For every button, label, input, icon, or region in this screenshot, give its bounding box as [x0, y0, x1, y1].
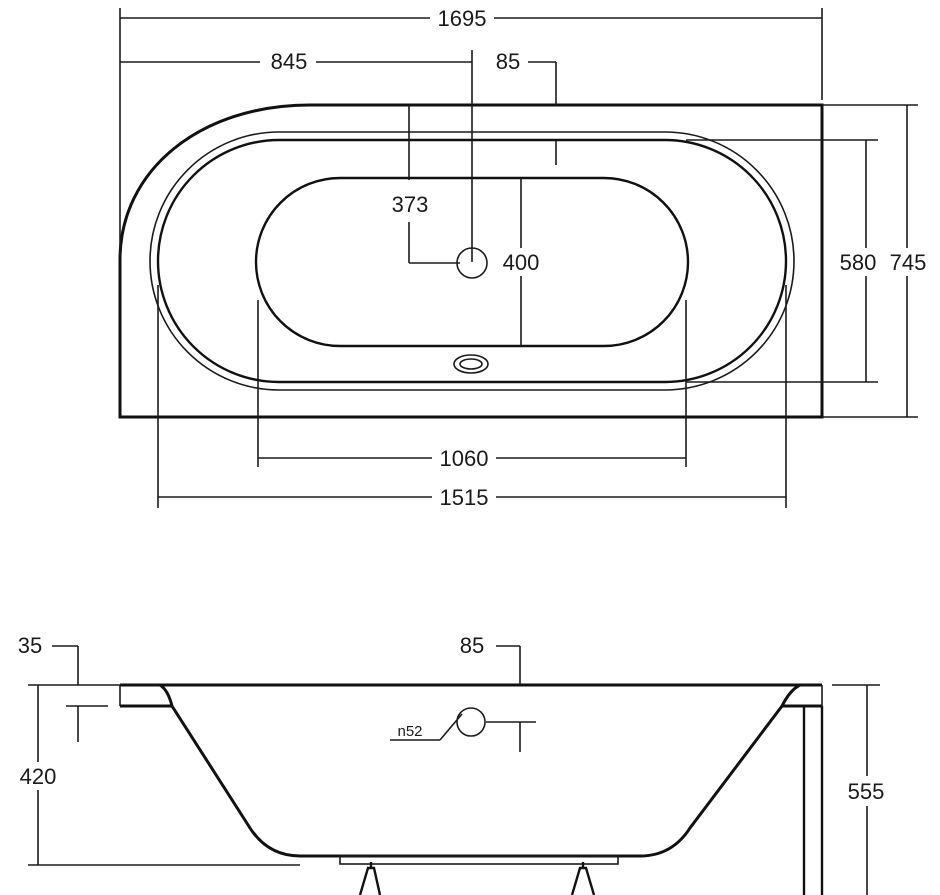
dim-overall-width: 745 [822, 104, 932, 418]
dim-drain-from-edge: 373 [392, 105, 460, 264]
dim-inner-length: 1060 [257, 300, 687, 472]
side-view: 35 85 n52 420 555 [12, 633, 892, 895]
dim-side-85-label: 85 [460, 633, 484, 658]
side-overflow-icon [456, 707, 486, 737]
dim-1060-label: 1060 [440, 446, 489, 471]
dim-drain: n52 [390, 713, 536, 752]
dim-85-label: 85 [496, 49, 520, 74]
support-frame [339, 855, 619, 865]
dim-rim-thickness: 35 [18, 633, 108, 742]
leg-right [570, 866, 596, 895]
dim-35-label: 35 [18, 633, 42, 658]
dim-580-label: 580 [840, 250, 877, 275]
dim-rim-offset: 85 [496, 49, 557, 165]
dim-745-label: 745 [890, 250, 927, 275]
dim-drain-offset: 845 [120, 47, 473, 262]
dim-inner-width: 400 [495, 178, 547, 346]
tub-outline [118, 103, 824, 419]
dim-555-label: 555 [848, 779, 885, 804]
leg-left [358, 866, 382, 895]
dim-845-label: 845 [271, 49, 308, 74]
dim-420-label: 420 [20, 764, 57, 789]
drain-inner-icon [459, 358, 483, 370]
top-view: 1695 845 85 373 400 [118, 4, 932, 511]
dim-n52-label: n52 [397, 723, 422, 740]
dim-1515-label: 1515 [440, 485, 489, 510]
dim-depth: 420 [12, 684, 300, 866]
dim-1695-label: 1695 [438, 6, 487, 31]
dim-side-rim-offset: 85 [460, 633, 521, 685]
dim-total-height: 555 [832, 684, 892, 895]
drain-icon [453, 354, 489, 374]
dim-400-label: 400 [503, 250, 540, 275]
dim-basin-length: 1515 [157, 285, 787, 511]
dim-overall-length: 1695 [119, 4, 823, 255]
dim-373-label: 373 [392, 192, 429, 217]
dim-basin-width: 580 [686, 139, 882, 383]
